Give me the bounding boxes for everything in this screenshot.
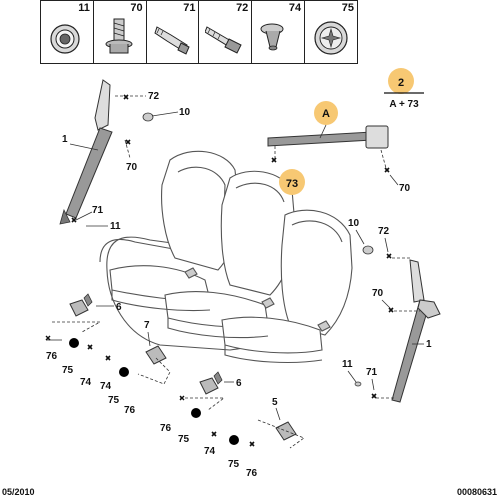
callout-5: 5 (272, 397, 278, 408)
push-clip-icon (260, 23, 284, 51)
callout-1: 1 (426, 339, 432, 350)
buckle-group-3[interactable]: 6 76 75 (160, 371, 242, 445)
callout-10: 10 (348, 218, 360, 229)
callout-76: 76 (46, 351, 58, 362)
cross-marker (388, 307, 394, 313)
cross-marker (45, 335, 51, 341)
callout-A: A (322, 108, 330, 120)
legend-number: 75 (341, 2, 354, 14)
callout-6: 6 (236, 378, 242, 389)
buckle-group-2[interactable]: 7 74 75 76 (100, 320, 171, 416)
callout-73-highlight (279, 169, 305, 195)
callout-7: 7 (144, 320, 150, 331)
callout-70: 70 (399, 183, 411, 194)
legend-cell-72[interactable]: 72 (199, 1, 253, 63)
cross-marker (71, 217, 77, 223)
cross-marker (87, 344, 93, 350)
cross-marker (271, 157, 277, 163)
stud-bolt-icon (205, 26, 243, 54)
callout-74: 74 (100, 381, 112, 392)
callout-74: 74 (204, 446, 216, 457)
callout-10: 10 (179, 107, 191, 118)
cross-marker (384, 167, 390, 173)
callout-71: 71 (366, 367, 378, 378)
rivet-dot (229, 435, 239, 445)
callout-72: 72 (378, 226, 390, 237)
assembly-highlight (388, 68, 414, 94)
cross-marker (179, 395, 185, 401)
rivet-dot (191, 408, 201, 418)
callout-6: 6 (116, 302, 122, 313)
legend-number: 74 (288, 2, 302, 14)
callout-70: 70 (126, 162, 138, 173)
callout-71: 71 (92, 205, 104, 216)
rear-seat-bench (99, 150, 353, 363)
callout-73: 73 (286, 178, 298, 190)
rivet-dot (69, 338, 79, 348)
callout-11: 11 (342, 359, 353, 370)
cross-marker (211, 431, 217, 437)
buckle-group-4[interactable]: 5 74 75 76 (204, 397, 305, 479)
callout-76: 76 (124, 405, 136, 416)
legend-cell-11[interactable]: 11 (41, 1, 94, 63)
callout-11: 11 (110, 221, 121, 232)
fastener-legend-strip: 11 70 71 (40, 0, 358, 64)
assembly-reference[interactable]: 2 A + 73 (384, 68, 424, 110)
legend-number: 70 (130, 2, 143, 14)
callout-70: 70 (372, 288, 384, 299)
center-belt-assembly-A[interactable]: A 73 70 (267, 101, 411, 195)
legend-cell-70[interactable]: 70 (94, 1, 147, 63)
callout-75: 75 (228, 459, 240, 470)
assembly-formula: A + 73 (389, 99, 419, 110)
legend-number: 11 (78, 2, 90, 14)
collar-nut-icon (50, 24, 80, 54)
cross-marker (105, 355, 111, 361)
right-seat-belt[interactable]: 10 72 70 1 11 71 (342, 218, 441, 403)
callout-72: 72 (148, 91, 160, 102)
assembly-number: 2 (398, 77, 404, 89)
legend-number: 71 (183, 2, 196, 14)
legend-cell-74[interactable]: 74 (252, 1, 306, 63)
callout-76: 76 (160, 423, 172, 434)
cross-marker (249, 441, 255, 447)
legend-number: 72 (236, 2, 249, 14)
callout-1: 1 (62, 134, 68, 145)
cross-marker (125, 139, 131, 145)
callout-75: 75 (108, 395, 120, 406)
callout-75: 75 (178, 434, 190, 445)
left-seat-belt[interactable]: 72 10 1 70 71 11 (59, 79, 191, 232)
flange-bolt-icon (105, 18, 133, 54)
buckle-group-1[interactable]: 6 76 75 74 (45, 293, 122, 388)
callout-A-highlight (314, 101, 338, 125)
cross-marker (371, 393, 377, 399)
callout-75: 75 (62, 365, 74, 376)
star-washer-icon (314, 21, 348, 55)
shoulder-bolt-icon (154, 26, 190, 55)
legend-cell-75[interactable]: 75 (305, 1, 357, 63)
diagram-date: 05/2010 (2, 487, 35, 497)
callout-76: 76 (246, 468, 258, 479)
cross-marker (386, 253, 392, 259)
legend-cell-71[interactable]: 71 (147, 1, 200, 63)
callout-74: 74 (80, 377, 92, 388)
rivet-dot (119, 367, 129, 377)
cross-marker (123, 94, 129, 100)
diagram-reference: 00080631 (456, 487, 497, 497)
